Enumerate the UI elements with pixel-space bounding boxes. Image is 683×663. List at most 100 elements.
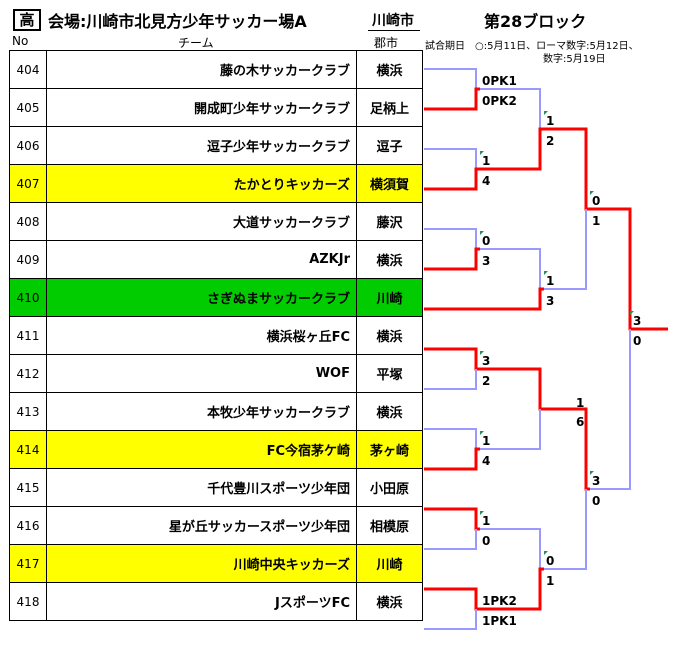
line-411 [424, 347, 480, 371]
line-407 [424, 167, 480, 191]
team-number: 416 [9, 506, 47, 545]
team-city: 横浜 [356, 50, 423, 89]
team-name: JスポーツFC [46, 582, 357, 621]
marker-r2d [544, 551, 548, 555]
team-number: 412 [9, 354, 47, 393]
marker-r3-top [590, 191, 594, 195]
line-406 [424, 148, 477, 169]
line-r2-w409 [480, 248, 541, 289]
city-underline [368, 30, 420, 31]
score-r1g-top: 1PK2 [482, 594, 517, 608]
line-r3-lower-b [544, 489, 587, 570]
team-city: 横浜 [356, 240, 423, 279]
team-city: 茅ヶ崎 [356, 430, 423, 469]
line-r3-upper-a [544, 127, 590, 211]
score-r3a-top: 0 [592, 194, 601, 208]
line-r2-410 [424, 287, 544, 311]
marker-r1c [480, 231, 484, 235]
column-header-city: 郡市 [374, 36, 399, 50]
team-name: 横浜桜ヶ丘FC [46, 316, 357, 355]
marker-r1b [480, 151, 484, 155]
schedule-note-line1: 試合期日 ○:5月11日、ローマ数字:5月12日、 [425, 41, 639, 52]
team-number: 417 [9, 544, 47, 583]
team-name: 本牧少年サッカークラブ [46, 392, 357, 431]
score-r2c-bot: 6 [576, 415, 585, 429]
score-final-bot: 0 [633, 334, 642, 348]
team-city: 川崎 [356, 544, 423, 583]
team-number: 410 [9, 278, 47, 317]
score-r3b-top: 3 [592, 474, 601, 488]
score-r1e-top: 1 [482, 434, 491, 448]
score-r1d-top: 3 [482, 354, 491, 368]
score-r1c-bot: 3 [482, 254, 491, 268]
line-r2-w405 [480, 88, 541, 129]
column-header-team: チーム [178, 36, 214, 50]
team-city: 平塚 [356, 354, 423, 393]
team-city: 横浜 [356, 582, 423, 621]
score-r2b-top: 1 [546, 274, 555, 288]
line-r3-upper-b [544, 209, 587, 290]
team-name: さぎぬまサッカークラブ [46, 278, 357, 317]
team-name: 川崎中央キッカーズ [46, 544, 357, 583]
score-r1b-bot: 4 [482, 174, 491, 188]
line-r2-w407 [480, 127, 544, 171]
team-name: 大道サッカークラブ [46, 202, 357, 241]
line-final-lower [590, 329, 631, 490]
column-header-no: No [12, 34, 29, 48]
score-r2b-bot: 3 [546, 294, 555, 308]
score-r1f-bot: 0 [482, 534, 491, 548]
marker-r3b [590, 471, 594, 475]
team-name: たかとりキッカーズ [46, 164, 357, 203]
block-title: 第28ブロック [484, 12, 587, 31]
venue-title: 会場:川崎市北見方少年サッカー場A [48, 12, 307, 31]
team-name: 星が丘サッカースポーツ少年団 [46, 506, 357, 545]
marker-final [630, 311, 634, 315]
line-final-upper [590, 207, 668, 331]
team-city: 藤沢 [356, 202, 423, 241]
team-city: 小田原 [356, 468, 423, 507]
line-r2-w417 [480, 567, 544, 611]
score-r2c-top: 1 [576, 396, 585, 410]
score-r1f-top: 1 [482, 514, 491, 528]
marker-r1d [480, 351, 484, 355]
score-r3a-bot: 1 [592, 214, 601, 228]
line-r2-w411 [480, 367, 544, 411]
score-r2a-top: 1 [546, 114, 555, 128]
team-name: 逗子少年サッカークラブ [46, 126, 357, 165]
line-405 [424, 87, 480, 111]
team-number: 418 [9, 582, 47, 621]
line-414 [424, 447, 480, 471]
score-r1a-top: 0PK1 [482, 74, 517, 88]
line-408 [424, 228, 477, 249]
team-number: 411 [9, 316, 47, 355]
score-r1b-top: 1 [482, 154, 491, 168]
score-r1e-bot: 4 [482, 454, 491, 468]
line-417 [424, 587, 480, 611]
marker-r2-top [544, 111, 548, 115]
score-r2a-bot: 2 [546, 134, 555, 148]
venue-city: 川崎市 [372, 13, 414, 29]
category-badge: 高 [13, 9, 41, 31]
score-r1c-top: 0 [482, 234, 491, 248]
schedule-note-line2: 数字:5月19日 [543, 54, 606, 65]
line-r3-lower-a [544, 407, 590, 491]
team-city: 横浜 [356, 392, 423, 431]
line-409 [424, 247, 480, 271]
line-404 [424, 68, 477, 89]
line-412 [424, 369, 477, 390]
team-number: 414 [9, 430, 47, 469]
score-r1d-bot: 2 [482, 374, 491, 388]
line-r2-w415 [480, 528, 541, 569]
score-r2d-bot: 1 [546, 574, 555, 588]
